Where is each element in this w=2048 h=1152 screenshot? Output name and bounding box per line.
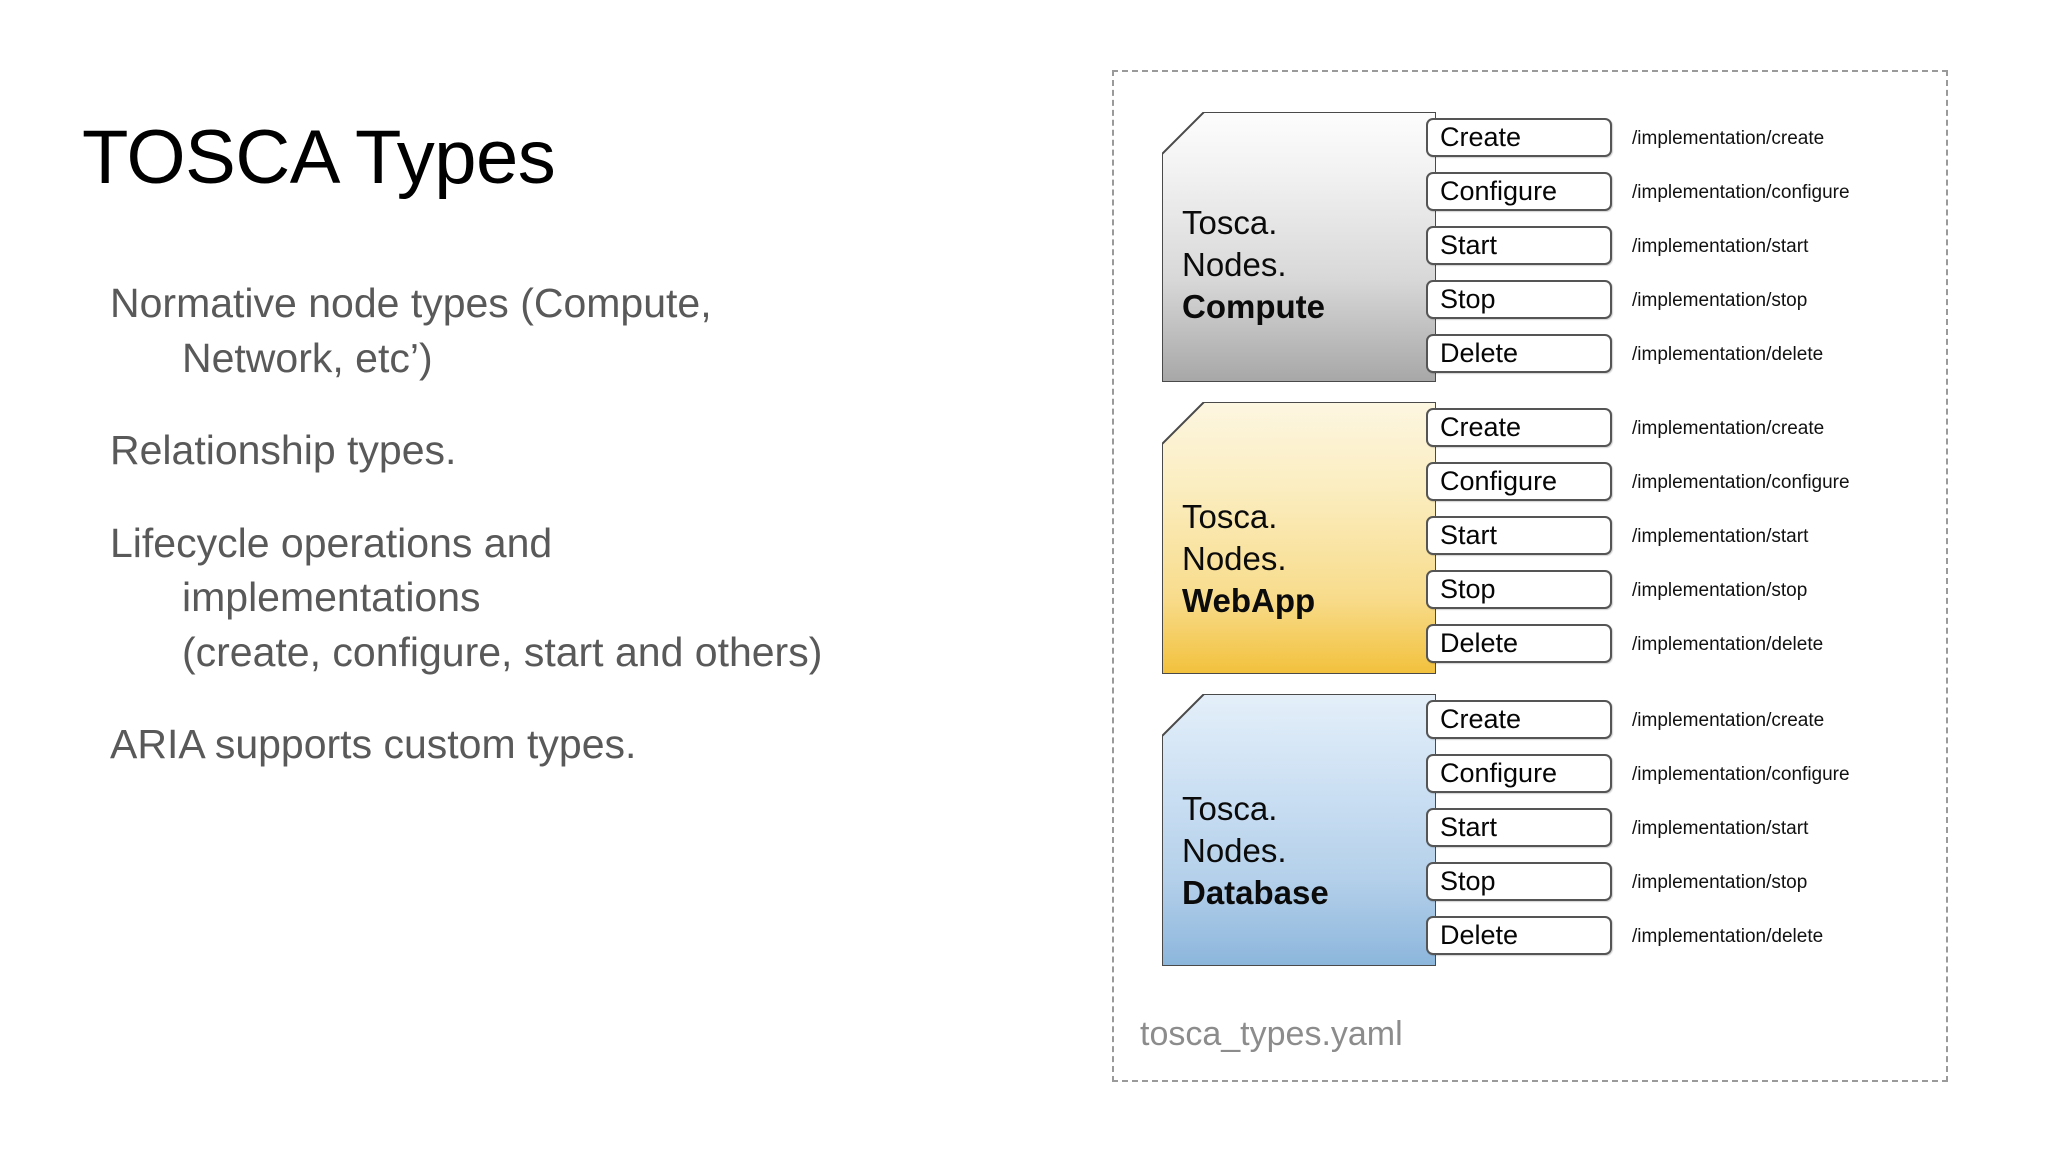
node-type-name: Compute (1182, 288, 1325, 326)
operation-label: Create (1440, 412, 1522, 442)
operation-label: Delete (1440, 338, 1519, 368)
operation-implementation-path: /implementation/configure (1632, 182, 1850, 203)
bullet-list: Normative node types (Compute, Network, … (110, 276, 1040, 810)
operation-implementation-path: /implementation/configure (1632, 764, 1850, 785)
operation-row: Create /implementation/create (1426, 408, 1946, 457)
list-item: Relationship types. (110, 423, 1040, 478)
operation-row: Delete /implementation/delete (1426, 916, 1946, 965)
node-type-prefix: Tosca. (1182, 204, 1278, 241)
operation-implementation-path: /implementation/delete (1632, 634, 1824, 655)
operation-row: Configure /implementation/configure (1426, 754, 1946, 803)
operation-box[interactable] (1426, 862, 1612, 901)
operation-row: Stop /implementation/stop (1426, 570, 1946, 619)
node-type-name: WebApp (1182, 582, 1316, 620)
operation-box[interactable] (1426, 570, 1612, 609)
operation-label: Start (1440, 812, 1498, 842)
slide-text-panel: TOSCA Types Normative node types (Comput… (82, 115, 1040, 810)
operation-row: Start /implementation/start (1426, 226, 1946, 275)
operation-box[interactable] (1426, 808, 1612, 847)
node-type-prefix: Nodes. (1182, 246, 1287, 284)
operation-label: Configure (1440, 176, 1558, 206)
operation-box[interactable] (1426, 624, 1612, 663)
bullet-line: ARIA supports custom types. (110, 721, 637, 768)
operation-implementation-path: /implementation/configure (1632, 472, 1850, 493)
bullet-line: implementations (182, 574, 481, 621)
lifecycle-operations-list: Create /implementation/create Configure … (1426, 118, 1946, 388)
operation-implementation-path: /implementation/stop (1632, 872, 1808, 893)
operation-implementation-path: /implementation/stop (1632, 580, 1808, 601)
operation-row: Delete /implementation/delete (1426, 624, 1946, 673)
operation-label: Stop (1440, 574, 1496, 604)
operation-label: Create (1440, 704, 1522, 734)
operation-label: Configure (1440, 758, 1558, 788)
tosca-types-diagram-frame: Tosca. Nodes. Compute Create /implementa… (1112, 70, 1948, 1082)
operation-implementation-path: /implementation/create (1632, 710, 1825, 731)
node-type-prefix: Nodes. (1182, 832, 1287, 870)
operation-box[interactable] (1426, 280, 1612, 319)
operation-implementation-path: /implementation/start (1632, 818, 1809, 839)
node-type-prefix: Tosca. (1182, 498, 1278, 535)
lifecycle-operations-list: Create /implementation/create Configure … (1426, 408, 1946, 678)
operation-box[interactable] (1426, 334, 1612, 373)
operation-label: Configure (1440, 466, 1558, 496)
node-type-block-compute: Tosca. Nodes. Compute Create /implementa… (1114, 112, 1950, 382)
node-type-label: Tosca. Nodes. Database (1182, 788, 1422, 915)
bullet-line: Network, etc’) (182, 334, 433, 381)
operation-box[interactable] (1426, 226, 1612, 265)
operation-label: Stop (1440, 866, 1496, 896)
operation-label: Create (1440, 122, 1522, 152)
list-item: Normative node types (Compute, Network, … (110, 276, 1040, 385)
operation-box[interactable] (1426, 916, 1612, 955)
operation-implementation-path: /implementation/start (1632, 526, 1809, 547)
operation-label: Stop (1440, 284, 1496, 314)
operation-implementation-path: /implementation/delete (1632, 926, 1824, 947)
operation-row: Stop /implementation/stop (1426, 862, 1946, 911)
operation-implementation-path: /implementation/create (1632, 418, 1825, 439)
operation-row: Configure /implementation/configure (1426, 462, 1946, 511)
operation-label: Delete (1440, 920, 1519, 950)
bullet-line: Normative node types (Compute, (110, 280, 712, 326)
list-item: ARIA supports custom types. (110, 717, 1040, 772)
operation-row: Delete /implementation/delete (1426, 334, 1946, 383)
node-type-prefix: Tosca. (1182, 790, 1278, 827)
operation-box[interactable] (1426, 754, 1612, 793)
operation-box[interactable] (1426, 118, 1612, 157)
operation-box[interactable] (1426, 408, 1612, 447)
operation-row: Create /implementation/create (1426, 118, 1946, 167)
node-type-block-database: Tosca. Nodes. Database Create /implement… (1114, 694, 1950, 966)
operation-row: Start /implementation/start (1426, 516, 1946, 565)
operation-label: Delete (1440, 628, 1519, 658)
page-title: TOSCA Types (82, 115, 556, 200)
operation-label: Start (1440, 520, 1498, 550)
node-type-label: Tosca. Nodes. Compute (1182, 202, 1422, 329)
operation-implementation-path: /implementation/stop (1632, 290, 1808, 311)
operation-row: Stop /implementation/stop (1426, 280, 1946, 329)
bullet-line: (create, configure, start and others) (182, 628, 823, 675)
operation-row: Configure /implementation/configure (1426, 172, 1946, 221)
list-item: Lifecycle operations and implementations… (110, 516, 1040, 680)
operation-implementation-path: /implementation/start (1632, 236, 1809, 257)
operation-box[interactable] (1426, 700, 1612, 739)
yaml-filename-label: tosca_types.yaml (1140, 1015, 1403, 1053)
operation-label: Start (1440, 230, 1498, 260)
bullet-line: Lifecycle operations and (110, 519, 553, 566)
operation-box[interactable] (1426, 172, 1612, 211)
operation-box[interactable] (1426, 516, 1612, 555)
operation-row: Create /implementation/create (1426, 700, 1946, 749)
operation-row: Start /implementation/start (1426, 808, 1946, 857)
operation-box[interactable] (1426, 462, 1612, 501)
node-type-block-webapp: Tosca. Nodes. WebApp Create /implementat… (1114, 402, 1950, 674)
node-type-label: Tosca. Nodes. WebApp (1182, 496, 1422, 623)
lifecycle-operations-list: Create /implementation/create Configure … (1426, 700, 1946, 970)
operation-implementation-path: /implementation/delete (1632, 344, 1824, 365)
operation-implementation-path: /implementation/create (1632, 128, 1825, 149)
bullet-line: Relationship types. (110, 427, 457, 474)
node-type-prefix: Nodes. (1182, 540, 1287, 578)
node-type-name: Database (1182, 874, 1329, 912)
